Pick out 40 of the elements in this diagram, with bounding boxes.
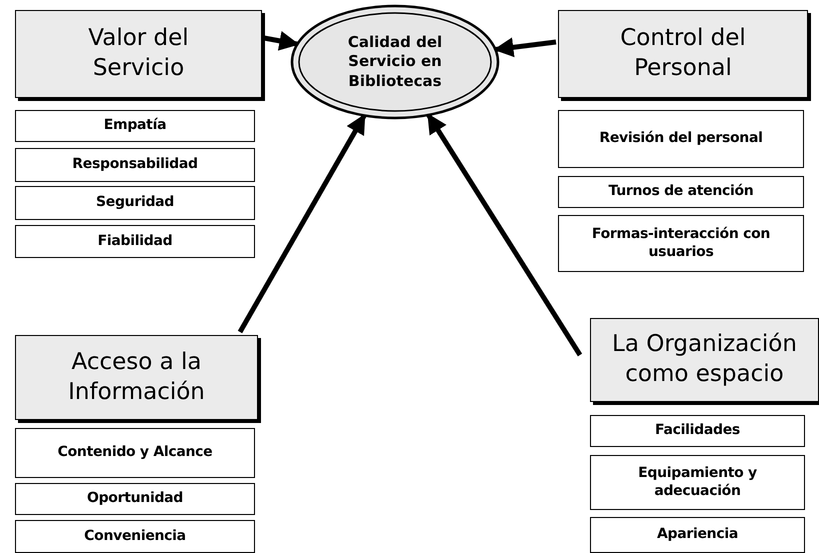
item-label: Contenido y Alcance	[56, 444, 214, 462]
item-label: Fiabilidad	[96, 232, 174, 250]
category-label: Acceso a la Información	[67, 348, 206, 406]
item-label: Formas-interacción con usuarios	[590, 226, 772, 261]
item-box	[558, 110, 804, 168]
item-box	[15, 520, 255, 553]
item-box	[15, 225, 255, 258]
category-box	[590, 318, 819, 402]
ellipse-label: Calidad del Servicio en Bibliotecas	[346, 32, 444, 92]
item-box	[15, 483, 255, 515]
item-box	[15, 186, 255, 220]
category-label: Control del Personal	[619, 24, 747, 83]
category-label: La Organización como espacio	[611, 330, 798, 389]
item-label: Equipamiento y adecuación	[637, 465, 758, 500]
item-label: Empatía	[102, 117, 168, 135]
arrow	[426, 113, 582, 356]
item-box	[590, 455, 805, 510]
item-box	[590, 415, 805, 447]
item-label: Seguridad	[94, 194, 176, 212]
item-box	[558, 176, 804, 208]
arrow	[238, 114, 366, 334]
item-box	[590, 517, 805, 553]
arrow	[493, 37, 556, 58]
item-label: Facilidades	[654, 422, 741, 440]
item-box	[15, 148, 255, 182]
item-label: Apariencia	[656, 526, 739, 544]
item-label: Responsabilidad	[71, 156, 199, 174]
ellipse-node	[290, 4, 500, 120]
category-box	[15, 335, 258, 420]
category-box	[15, 10, 262, 98]
item-box	[15, 110, 255, 142]
item-label: Revisión del personal	[598, 130, 764, 148]
item-label: Oportunidad	[86, 490, 184, 508]
item-label: Conveniencia	[83, 528, 187, 546]
item-box	[15, 428, 255, 478]
item-box	[558, 215, 804, 272]
arrow	[264, 31, 300, 51]
item-label: Turnos de atención	[608, 183, 754, 201]
category-box	[558, 10, 808, 98]
category-label: Valor del Servicio	[87, 24, 190, 83]
